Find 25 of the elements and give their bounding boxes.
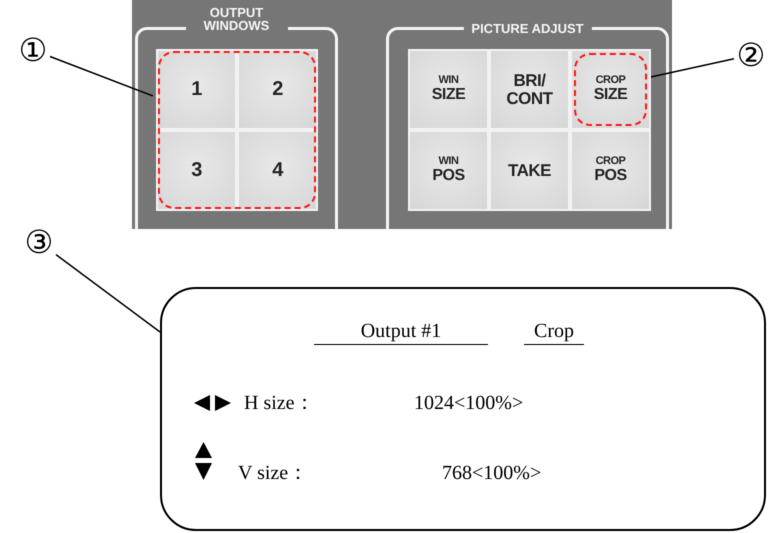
keypad-button: CROP POS [570, 130, 651, 211]
display-screen [160, 287, 766, 531]
field-label: H size： [244, 391, 315, 415]
keypad-button: 4 [237, 130, 318, 211]
leader-line [56, 254, 160, 333]
keypad-button: 2 [237, 49, 318, 130]
group-heading: OUTPUT WINDOWS [186, 6, 288, 32]
keypad-button: CROP SIZE [570, 49, 651, 130]
keypad-button: WIN SIZE [408, 49, 489, 130]
field-value: 768<100%> [442, 461, 542, 485]
screen-heading: Crop [524, 319, 584, 345]
callout-number: ① [16, 33, 50, 67]
leader-line [50, 56, 154, 97]
screen-heading: Output #1 [314, 319, 488, 345]
group-heading: PICTURE ADJUST [463, 22, 592, 35]
keypad-button: WIN POS [408, 130, 489, 211]
keypad-button: 1 [156, 49, 237, 130]
callout-number: ③ [22, 225, 56, 259]
field-label: V size： [238, 461, 308, 485]
keypad-button: 3 [156, 130, 237, 211]
highlight-outline [156, 49, 318, 211]
field-value: 1024<100%> [414, 391, 524, 415]
callout-number: ② [734, 38, 768, 72]
keypad-button: TAKE [489, 130, 570, 211]
keypad-button: BRI/ CONT [489, 49, 570, 130]
